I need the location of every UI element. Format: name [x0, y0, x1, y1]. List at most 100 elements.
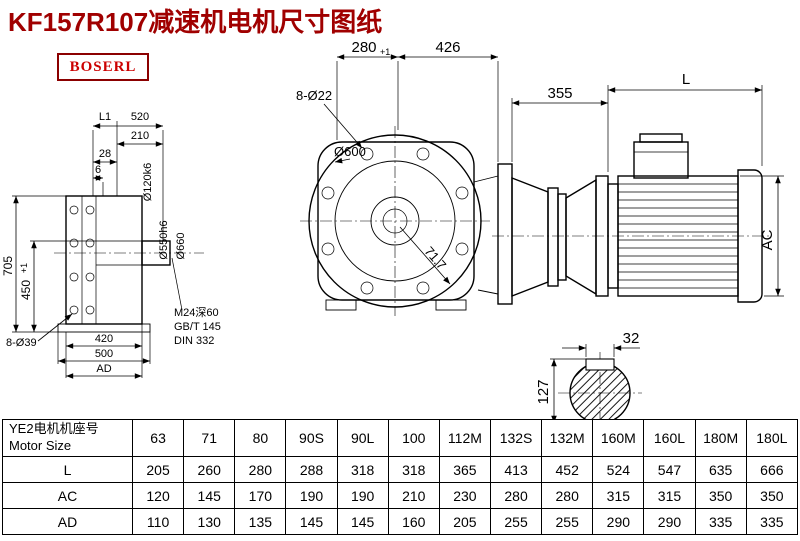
- table-cell: 280: [489, 482, 543, 509]
- left-extension-lines: [12, 195, 96, 333]
- base-plate: [57, 323, 151, 333]
- bevel-cone: [511, 176, 549, 298]
- dim-AD-label: AD: [96, 363, 111, 375]
- spigot-diameter-label: Ø550h6: [158, 220, 170, 259]
- table-cell: 255: [489, 508, 543, 535]
- table-cell: 290: [643, 508, 696, 535]
- motor-size-value: 180L: [745, 419, 799, 457]
- fan-cowl: [737, 169, 763, 303]
- dim-705-label: 705: [1, 256, 15, 276]
- extension-lines: [511, 85, 763, 172]
- diagonal-dim-line: [399, 226, 451, 285]
- flange-circle: [308, 134, 482, 308]
- dim-355-label: 355: [547, 85, 572, 102]
- table-cell: 635: [694, 456, 747, 483]
- page-title: KF157R107减速机电机尺寸图纸: [8, 7, 383, 37]
- front-view-dimensions: 280 +1 426 8-Ø22 Ø600: [296, 39, 499, 164]
- table-cell: 160: [387, 508, 440, 535]
- brand-logo-text: BOSERL: [69, 58, 137, 75]
- motor-size-value: 63: [131, 419, 185, 457]
- dim-500-label: 500: [95, 348, 113, 360]
- table-row-L: L 205 260 280 288 318 318 365 413 452 52…: [2, 456, 799, 483]
- motor-dimensions: 355 L AC: [511, 71, 784, 297]
- table-cell: 335: [694, 508, 747, 535]
- table-cell: 145: [336, 508, 389, 535]
- motor-size-value: 90L: [336, 419, 389, 457]
- table-cell: 350: [694, 482, 747, 509]
- bolt-holes-leader: [323, 103, 363, 149]
- table-row-AC: AC 120 145 170 190 190 210 230 280 280 3…: [2, 482, 799, 509]
- body-circle: [334, 160, 456, 282]
- flange-diameter-label: Ø600: [334, 144, 366, 159]
- dim-AC-label: AC: [759, 229, 776, 250]
- motor-size-value: 80: [234, 419, 287, 457]
- note-leader: [171, 257, 183, 311]
- motor-size-value: 132S: [489, 419, 543, 457]
- side-view-dimensions: L1 520 210 28 6 705 450 +1 8-Ø39 420 500…: [1, 111, 221, 379]
- table-cell: 315: [592, 482, 645, 509]
- table-cell: 110: [131, 508, 185, 535]
- flange-diameter-leader: [334, 157, 351, 164]
- table-cell: 318: [336, 456, 389, 483]
- bevel-flange: [497, 163, 513, 305]
- dim-280-label: 280: [351, 39, 376, 56]
- table-cell: 145: [183, 482, 236, 509]
- shaft-bore-circle: [382, 208, 408, 234]
- table-cell: 145: [285, 508, 338, 535]
- dim-6-label: 6: [95, 164, 101, 176]
- table-cell: 318: [387, 456, 440, 483]
- table-cell: 315: [643, 482, 696, 509]
- note-thread: M24深60: [174, 306, 219, 319]
- table-cell: 350: [745, 482, 799, 509]
- right-foot: [435, 299, 467, 311]
- bevel-link-lines: [473, 175, 499, 295]
- motor-size-value: 100: [387, 419, 440, 457]
- table-cell: 260: [183, 456, 236, 483]
- dimension-table: YE2电机机座号 Motor Size 63 71 80 90S 90L 100…: [2, 419, 799, 535]
- motor-size-header-cn: YE2电机机座号: [9, 421, 99, 437]
- motor-view: [492, 133, 772, 303]
- table-cell: 547: [643, 456, 696, 483]
- note-gbt: GB/T 145: [174, 321, 221, 333]
- dim-420-label: 420: [95, 333, 113, 345]
- dim-L-label: L: [682, 71, 690, 88]
- terminal-box: [633, 141, 689, 179]
- table-cell: 255: [541, 508, 594, 535]
- motor-size-value: 90S: [285, 419, 338, 457]
- table-cell: 210: [387, 482, 440, 509]
- dim-L1-label: L1: [99, 111, 111, 123]
- flange-bolt-holes-label: 8-Ø39: [6, 337, 37, 349]
- shaft-section: 32 127: [535, 330, 642, 419]
- table-header-row: YE2电机机座号 Motor Size 63 71 80 90S 90L 100…: [2, 419, 799, 457]
- motor-size-header-cell: YE2电机机座号 Motor Size: [2, 419, 133, 457]
- dim-426-label: 426: [435, 39, 460, 56]
- dim-210-label: 210: [131, 130, 149, 142]
- adapter-ring-2: [557, 193, 567, 281]
- dim-32-label: 32: [623, 330, 640, 347]
- table-cell: 365: [438, 456, 491, 483]
- side-view: [54, 195, 204, 333]
- row-label-AD: AD: [2, 508, 133, 535]
- hatched-shaft-circle: [569, 362, 631, 419]
- table-cell: 290: [592, 508, 645, 535]
- brand-logo: BOSERL: [57, 53, 149, 81]
- row-label-AC: AC: [2, 482, 133, 509]
- table-cell: 335: [745, 508, 799, 535]
- dim-280-tolerance: +1: [380, 47, 390, 57]
- flange-diameter-side-label: Ø660: [175, 233, 187, 260]
- table-cell: 205: [438, 508, 491, 535]
- terminal-box-lid: [639, 133, 683, 143]
- table-cell: 280: [541, 482, 594, 509]
- dim-450-label: 450: [19, 280, 33, 300]
- shaft-diameter-label: Ø120k6: [142, 163, 154, 202]
- row-label-L: L: [2, 456, 133, 483]
- housing-outline: [317, 141, 475, 301]
- motor-size-value: 180M: [694, 419, 747, 457]
- table-cell: 120: [131, 482, 185, 509]
- flange-bolt-holes-leader: [37, 313, 73, 342]
- front-view: 71.7: [300, 126, 513, 316]
- output-shaft: [141, 240, 171, 266]
- table-cell: 288: [285, 456, 338, 483]
- motor-size-value: 132M: [541, 419, 594, 457]
- table-cell: 413: [489, 456, 543, 483]
